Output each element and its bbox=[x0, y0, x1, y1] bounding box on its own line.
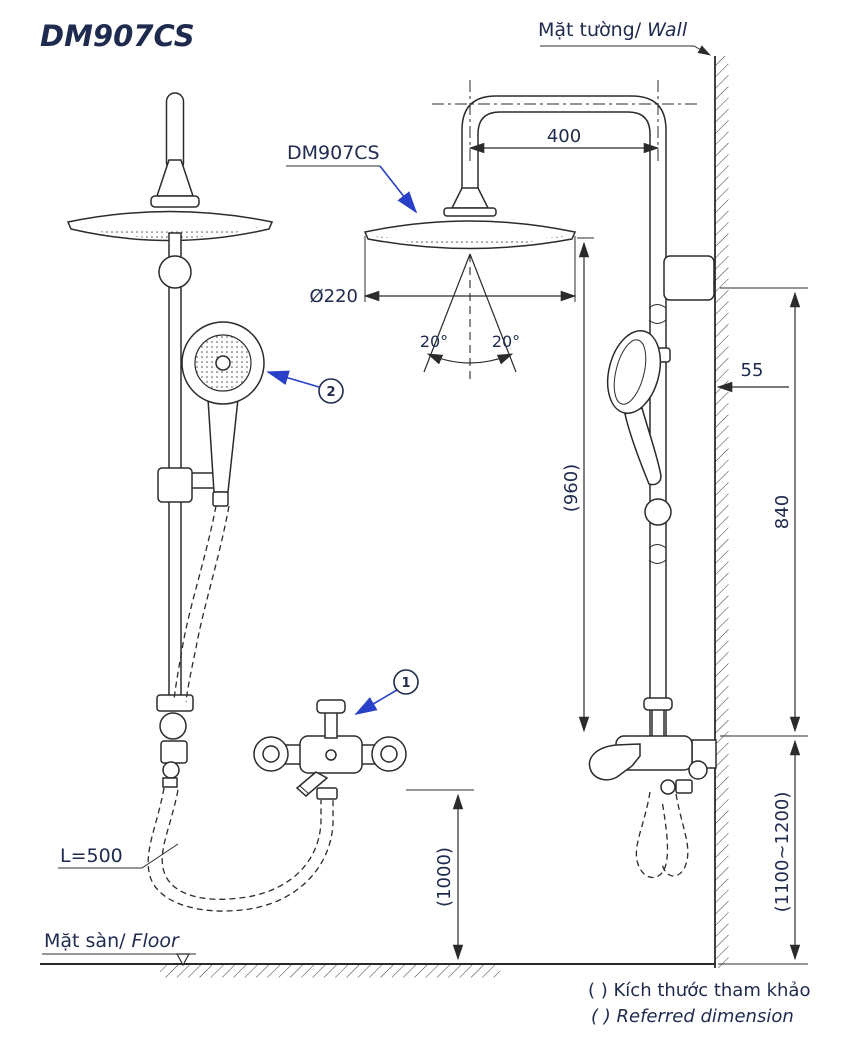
dim-head-diameter-label: Ø220 bbox=[309, 286, 358, 307]
top-arch-pipe bbox=[461, 95, 672, 736]
floor-label-en: Floor bbox=[132, 930, 180, 952]
wall-label-vi: Mặt tường/ bbox=[538, 19, 642, 41]
model-callout-leader bbox=[286, 165, 418, 214]
dimensions-group bbox=[363, 142, 808, 965]
front-view bbox=[66, 92, 338, 912]
hand-shower-side bbox=[606, 330, 671, 486]
slider-joint-side bbox=[644, 498, 672, 526]
floor-section bbox=[40, 953, 716, 978]
spray-cone bbox=[423, 253, 517, 380]
mixer-handle-front bbox=[324, 711, 338, 739]
note-en: ( ) Referred dimension bbox=[591, 1006, 794, 1027]
dim-1000-label: (1000) bbox=[434, 847, 455, 907]
dim-840-label: 840 bbox=[772, 495, 793, 529]
wall-label-en: Wall bbox=[647, 19, 688, 41]
floor-label: Mặt sàn/Floor bbox=[44, 930, 180, 952]
note-vi: ( ) Kích thước tham khảo bbox=[588, 980, 810, 1001]
callout-2 bbox=[266, 370, 344, 404]
spray-angle-left-label: 20° bbox=[420, 332, 448, 351]
dim-400-label: 400 bbox=[547, 126, 581, 147]
slide-bracket-front bbox=[157, 467, 217, 503]
floor-label-vi: Mặt sàn/ bbox=[44, 930, 126, 952]
dim-960-label: (960) bbox=[561, 464, 582, 512]
side-view bbox=[363, 80, 717, 879]
bottom-fittings-front bbox=[156, 694, 194, 788]
grade-symbol bbox=[175, 953, 191, 967]
callout-2-number: 2 bbox=[326, 385, 335, 400]
mixer-front-view bbox=[253, 699, 407, 797]
mixer-spout-side bbox=[588, 743, 641, 781]
dim-1100-1200-label: (1100~1200) bbox=[772, 792, 793, 913]
spray-angle-right-label: 20° bbox=[492, 332, 520, 351]
wall-bracket-side bbox=[663, 255, 715, 301]
mixer-handle-side bbox=[651, 707, 665, 739]
model-callout-label: DM907CS bbox=[287, 142, 380, 164]
rain-shower-head-side bbox=[363, 187, 577, 250]
shower-hose-front bbox=[147, 505, 338, 912]
wall-label: Mặt tường/Wall bbox=[538, 19, 688, 41]
hand-shower-handle bbox=[207, 398, 239, 493]
mixer-side-view bbox=[588, 697, 717, 879]
hose-length-label: L=500 bbox=[60, 845, 123, 867]
callout-1-number: 1 bbox=[401, 676, 410, 691]
dim-55-label: 55 bbox=[741, 360, 764, 381]
wall-section bbox=[540, 45, 729, 968]
drawing-title: DM907CS bbox=[40, 19, 195, 53]
ball-joint-front bbox=[158, 255, 192, 289]
hand-shower-front bbox=[181, 321, 265, 507]
callout-1 bbox=[354, 669, 419, 715]
shower-arm-front bbox=[150, 92, 200, 208]
hose-length-leader bbox=[58, 843, 179, 869]
